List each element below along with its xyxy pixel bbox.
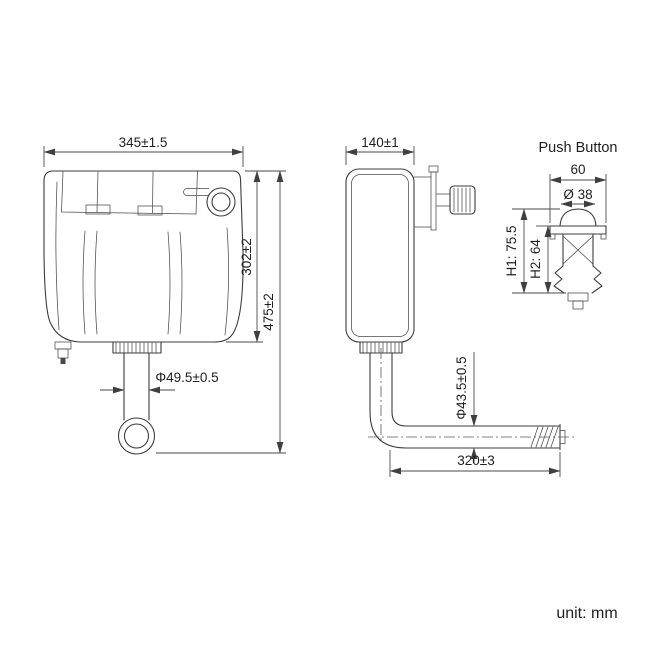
side-valve-bracket <box>430 171 437 231</box>
side-inlet-valve <box>413 165 476 231</box>
front-outlet-assembly <box>112 341 162 455</box>
front-drain-valve <box>54 341 72 364</box>
side-tank-outline <box>345 168 415 343</box>
front-total-height-dimension-label: 475±2 <box>261 293 276 330</box>
side-pipe-length-dimension-label: 320±3 <box>457 453 494 468</box>
side-pipe-diameter-label: Φ43.5±0.5 <box>454 356 469 419</box>
push-button-h2-label: H2: 64 <box>528 239 543 279</box>
push-button-foot-upper <box>567 292 589 302</box>
front-tank-body <box>43 170 244 343</box>
push-button-width-label: 60 <box>570 162 585 177</box>
front-outlet-flange <box>112 341 162 354</box>
side-elbow-inner <box>391 411 407 427</box>
side-depth-dimension-label: 140±1 <box>361 135 398 150</box>
push-button-height-dimensions: H1: 75.5 H2: 64 <box>504 208 566 294</box>
push-button-h1-label: H1: 75.5 <box>504 225 519 276</box>
front-flange-thread-hatch <box>115 341 157 354</box>
front-top-recess <box>61 170 198 215</box>
push-button-body <box>549 208 607 310</box>
push-button-flange <box>549 225 607 235</box>
front-inner-height-dimension-label: 302±2 <box>239 238 254 275</box>
front-tank-outline <box>43 170 244 343</box>
front-float-lever <box>183 188 210 196</box>
front-width-dimension-label: 345±1.5 <box>119 135 168 150</box>
unit-label: unit: mm <box>556 605 617 622</box>
push-button-barb-left <box>553 265 565 294</box>
side-view: 140±1 Φ43.5±0.5 320±3 <box>345 135 577 477</box>
push-button-dome <box>559 208 597 227</box>
side-flange-thread-hatch <box>362 341 400 354</box>
front-recess-tab-left <box>85 204 111 215</box>
side-knob-knurl-hatch <box>453 187 471 213</box>
side-tank-body <box>345 168 415 343</box>
push-button-view: Push Button 60 Ø 38 <box>504 140 618 310</box>
side-tank-inner-contour <box>351 174 409 337</box>
front-outlet-circle-inner <box>123 423 150 449</box>
front-dimensions: 345±1.5 302±2 475±2 Φ49.5±0.5 <box>43 135 286 454</box>
push-button-title: Push Button <box>539 140 618 156</box>
push-button-barb-right <box>591 265 603 294</box>
push-button-foot-lower <box>572 300 584 310</box>
push-button-cap-diameter-label: Ø 38 <box>563 187 592 202</box>
side-valve-knob <box>449 185 476 215</box>
front-view: 345±1.5 302±2 475±2 Φ49.5±0.5 <box>43 135 286 455</box>
front-outlet-diameter-label: Φ49.5±0.5 <box>155 370 218 385</box>
side-elbow-outer <box>369 411 407 449</box>
side-dimensions: 140±1 Φ43.5±0.5 320±3 <box>345 135 561 477</box>
front-recess-tab-right <box>137 205 163 216</box>
push-button-dimensions-top: 60 Ø 38 <box>549 162 607 223</box>
side-flush-pipe <box>359 341 577 451</box>
front-inlet-port-inner <box>211 192 231 212</box>
